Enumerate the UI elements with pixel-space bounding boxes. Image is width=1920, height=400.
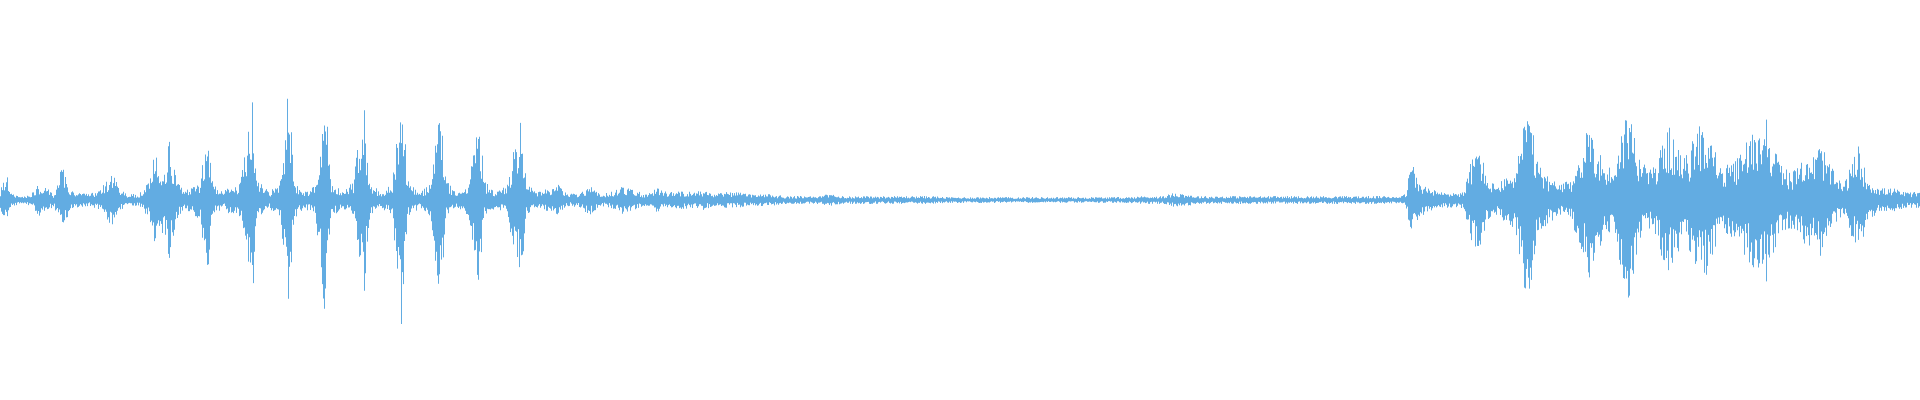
waveform-bars: [0, 98, 1920, 324]
waveform-path: [0, 98, 1920, 324]
